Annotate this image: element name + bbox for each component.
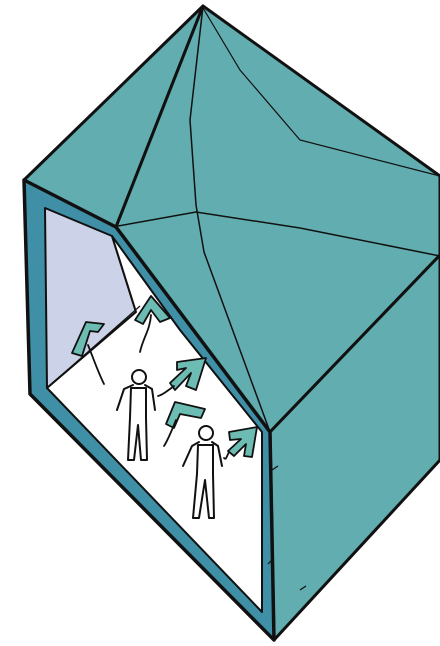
house-section-illustration — [0, 0, 440, 646]
